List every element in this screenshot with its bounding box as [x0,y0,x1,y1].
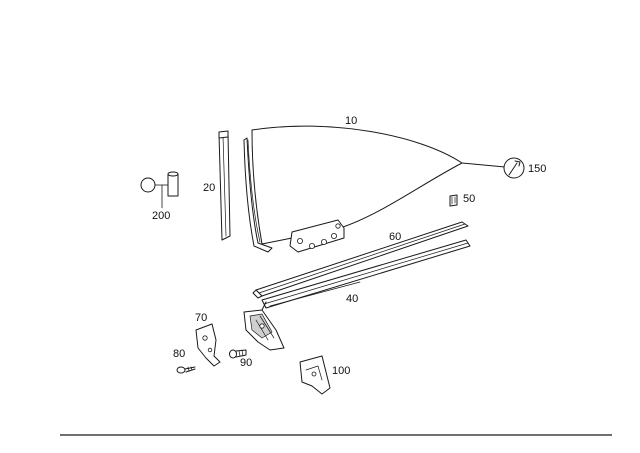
part-70-label: 70 [195,312,207,324]
part-60-rail[interactable] [252,221,469,299]
part-20-seal-strip[interactable] [218,130,231,241]
part-80-label: 80 [173,348,185,360]
part-70-bracket[interactable] [195,323,221,367]
part-10-window-glass[interactable] [251,125,506,245]
regulator-mechanism[interactable] [243,301,285,351]
part-40-label: 40 [346,293,358,305]
part-80-screw[interactable] [176,366,196,374]
part-150-label: 150 [528,163,546,175]
part-50-clip[interactable] [449,194,458,207]
lubricant-tube-icon [140,177,156,193]
part-100-label: 100 [332,365,350,377]
part-90-bolt[interactable] [229,349,247,359]
part-20-label: 20 [203,182,215,194]
part-50-label: 50 [463,193,475,205]
part-90-label: 90 [240,357,252,369]
part-150-tool[interactable] [503,157,525,179]
glass-guide-channel[interactable] [243,137,273,253]
part-200-label: 200 [152,210,170,222]
part-60-label: 60 [389,231,401,243]
part-40-regulator-rail[interactable] [261,239,471,309]
part-200-lubricant[interactable] [140,171,179,208]
glass-mounting-bracket[interactable] [289,219,345,253]
part-10-label: 10 [345,115,357,127]
part-100-cover[interactable] [299,355,331,395]
wrench-icon [508,160,521,176]
